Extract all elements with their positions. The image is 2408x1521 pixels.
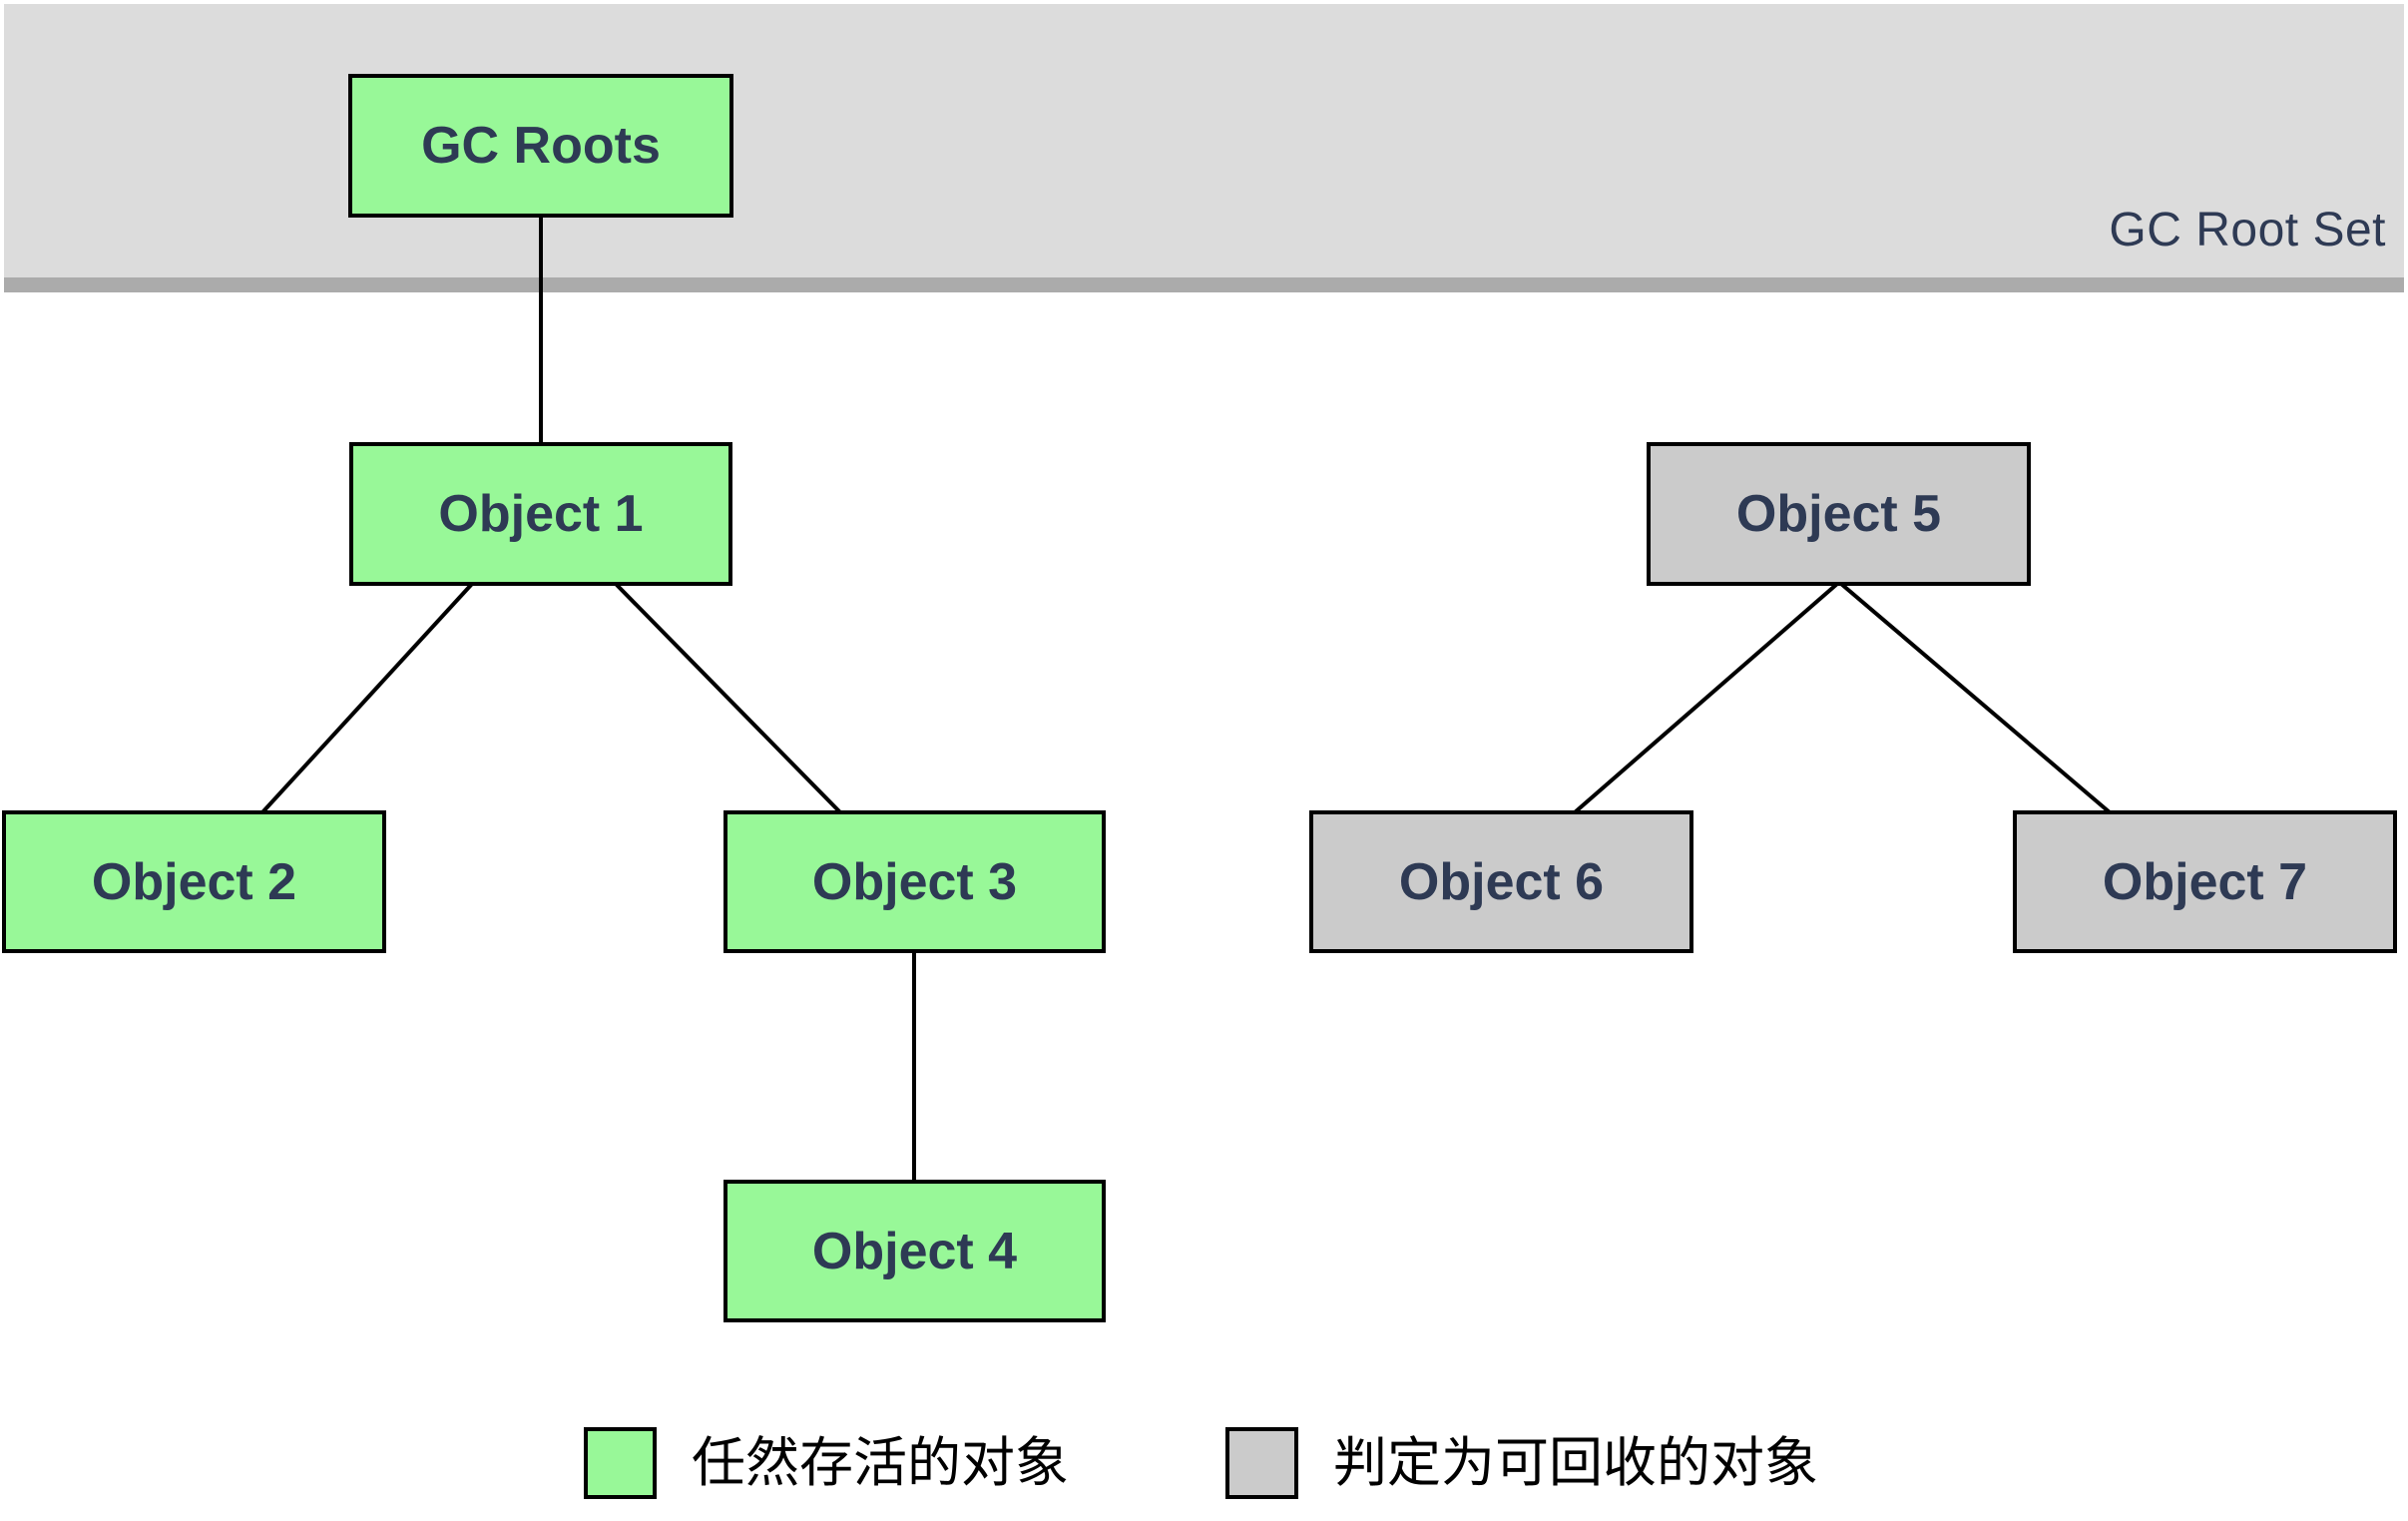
legend-item-garbage: 判定为可回收的对象 — [1225, 1427, 1818, 1499]
legend-item-live: 任然存活的对象 — [584, 1427, 1069, 1499]
node-object-4: Object 4 — [723, 1180, 1106, 1322]
legend-swatch-garbage — [1225, 1427, 1298, 1499]
legend-label-garbage: 判定为可回收的对象 — [1333, 1433, 1818, 1493]
node-object-6: Object 6 — [1309, 810, 1693, 953]
gc-root-set-band-strip — [4, 277, 2404, 292]
node-object-3: Object 3 — [723, 810, 1106, 953]
node-object-5: Object 5 — [1647, 442, 2031, 586]
node-object-1: Object 1 — [349, 442, 732, 586]
node-object-2: Object 2 — [2, 810, 386, 953]
legend-swatch-live — [584, 1427, 657, 1499]
edge-object-1-to-object-2 — [260, 582, 474, 814]
edge-object-1-to-object-3 — [614, 582, 842, 814]
edge-object-5-to-object-7 — [1839, 582, 2112, 814]
gc-root-set-label: GC Root Set — [2109, 204, 2386, 256]
edge-object-5-to-object-6 — [1573, 582, 1839, 814]
node-object-7: Object 7 — [2013, 810, 2397, 953]
node-gc-roots: GC Roots — [348, 74, 733, 218]
legend-label-live: 任然存活的对象 — [692, 1433, 1069, 1493]
